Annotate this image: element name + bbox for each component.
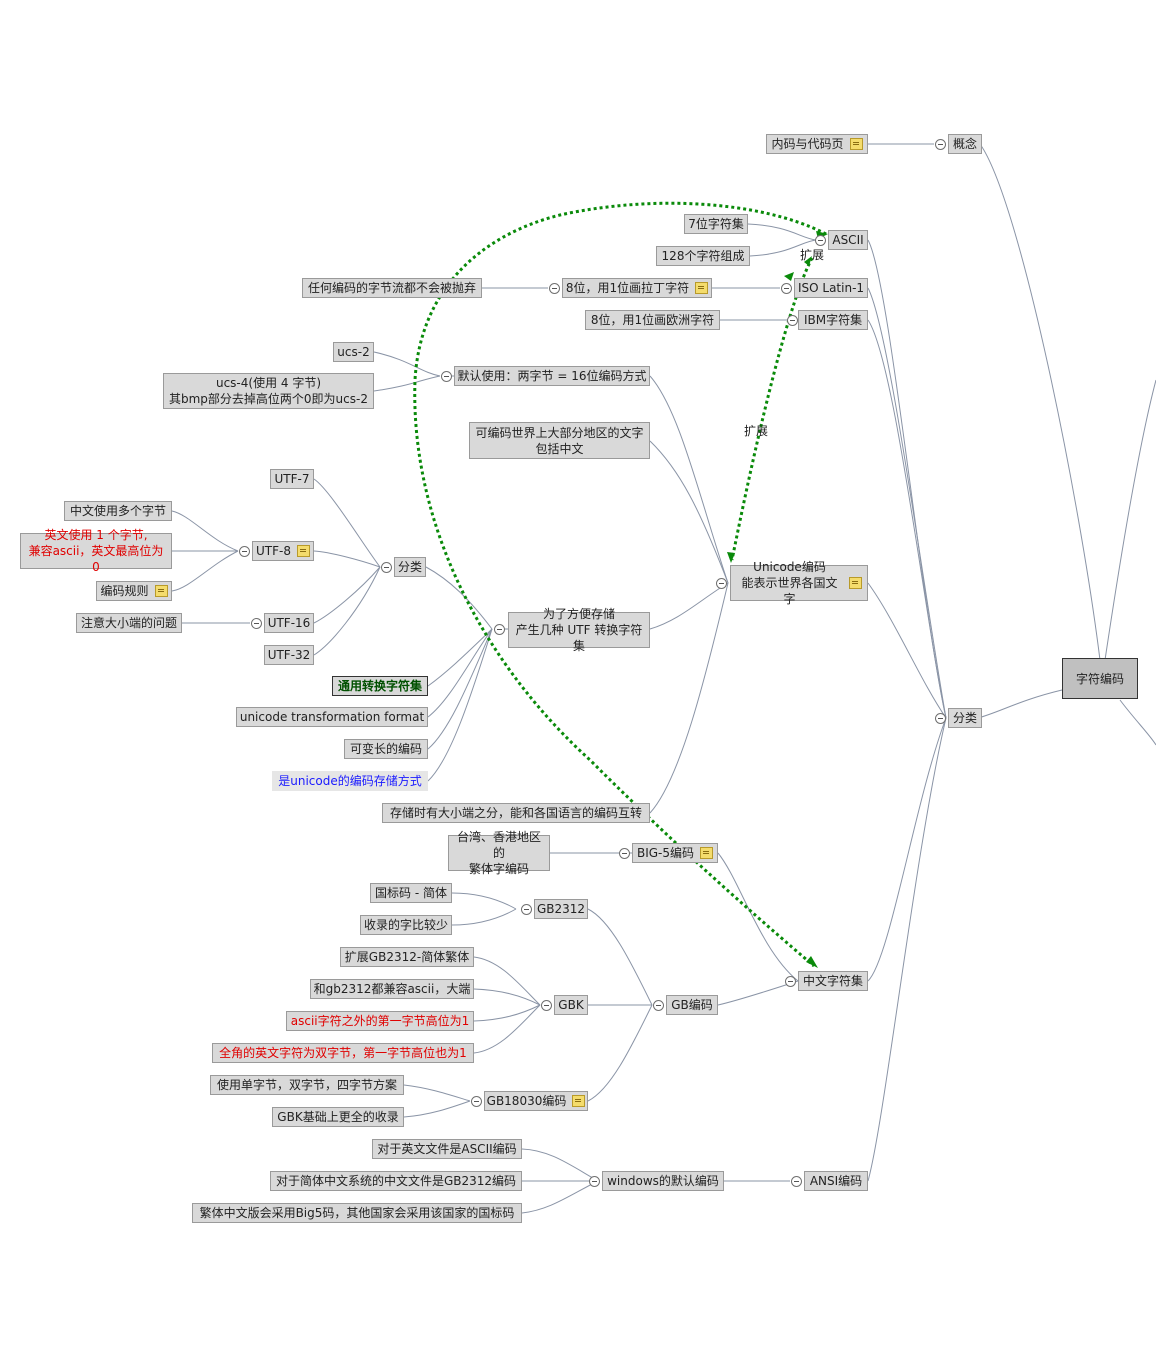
gb18030-scheme-node[interactable]: 使用单字节，双字节，四字节方案 <box>210 1075 404 1095</box>
codepage-node[interactable]: 内码与代码页 <box>766 134 868 154</box>
utf-format-node[interactable]: unicode transformation format <box>236 707 428 727</box>
unicode-default-node[interactable]: 默认使用：两字节 = 16位编码方式 <box>454 366 650 386</box>
gb18030-node[interactable]: GB18030编码 <box>484 1091 588 1111</box>
ansi-node[interactable]: ANSI编码 <box>804 1171 868 1191</box>
unicode-endian-node[interactable]: 存储时有大小端之分，能和各国语言的编码互转 <box>382 803 650 823</box>
ascii-node[interactable]: ASCII <box>828 230 868 250</box>
gbk-fullwidth-node[interactable]: 全角的英文字符为双字节，第一字节高位也为1 <box>212 1043 474 1063</box>
collapse-toggle-icon[interactable] <box>239 546 250 557</box>
note-icon[interactable] <box>572 1095 586 1107</box>
ansi-simplified-node[interactable]: 对于简体中文系统的中文文件是GB2312编码 <box>270 1171 522 1191</box>
ascii-128-node[interactable]: 128个字符组成 <box>656 246 750 266</box>
collapse-toggle-icon[interactable] <box>935 713 946 724</box>
ibm-node[interactable]: IBM字符集 <box>798 310 868 330</box>
collapse-toggle-icon[interactable] <box>791 1176 802 1187</box>
collapse-toggle-icon[interactable] <box>935 139 946 150</box>
collapse-toggle-icon[interactable] <box>785 976 796 987</box>
latin-stream-node[interactable]: 任何编码的字节流都不会被抛弃 <box>302 278 482 298</box>
utf-storage-node[interactable]: 为了方便存储 产生几种 UTF 转换字符集 <box>508 607 650 653</box>
collapse-toggle-icon[interactable] <box>521 904 532 915</box>
gb2312-node[interactable]: GB2312 <box>534 899 588 919</box>
note-icon[interactable] <box>154 585 168 597</box>
ibm-8bit-node[interactable]: 8位，用1位画欧洲字符 <box>585 310 720 330</box>
utf-classify-node[interactable]: 分类 <box>394 557 426 577</box>
unicode-world-node[interactable]: 可编码世界上大部分地区的文字 包括中文 <box>469 422 650 459</box>
gb2312-few-node[interactable]: 收录的字比较少 <box>360 915 452 935</box>
collapse-toggle-icon[interactable] <box>549 283 560 294</box>
utf-general-node[interactable]: 通用转换字符集 <box>332 676 428 696</box>
utf16-endian-node[interactable]: 注意大小端的问题 <box>76 613 182 633</box>
collapse-toggle-icon[interactable] <box>441 371 452 382</box>
utf7-node[interactable]: UTF-7 <box>270 469 314 489</box>
gbk-compat-node[interactable]: 和gb2312都兼容ascii，大端 <box>310 979 474 999</box>
note-icon[interactable] <box>700 847 714 859</box>
extend-label-1: 扩展 <box>800 248 825 262</box>
collapse-toggle-icon[interactable] <box>471 1096 482 1107</box>
gbk-extend-node[interactable]: 扩展GB2312-简体繁体 <box>340 947 474 967</box>
utf8-ascii-node[interactable]: 英文使用 1 个字节, 兼容ascii，英文最高位为0 <box>20 528 172 574</box>
gb2312-simplified-node[interactable]: 国标码 - 简体 <box>370 883 452 903</box>
note-icon[interactable] <box>297 545 310 557</box>
ascii-7bit-node[interactable]: 7位字符集 <box>684 214 748 234</box>
chinese-node[interactable]: 中文字符集 <box>798 971 868 991</box>
collapse-toggle-icon[interactable] <box>381 562 392 573</box>
utf-storage-blue-node[interactable]: 是unicode的编码存储方式 <box>272 771 428 791</box>
note-icon[interactable] <box>849 577 862 589</box>
ucs2-node[interactable]: ucs-2 <box>333 342 374 362</box>
big5-desc-node[interactable]: 台湾、香港地区的 繁体字编码 <box>448 830 550 876</box>
utf8-multibyte-node[interactable]: 中文使用多个字节 <box>64 501 172 521</box>
extend-label-2: 扩展 <box>744 424 769 438</box>
collapse-toggle-icon[interactable] <box>494 624 505 635</box>
concept-node[interactable]: 概念 <box>948 134 982 154</box>
utf8-node[interactable]: UTF-8 <box>252 541 314 561</box>
utf16-node[interactable]: UTF-16 <box>264 613 314 633</box>
utf-variable-node[interactable]: 可变长的编码 <box>344 739 428 759</box>
big5-node[interactable]: BIG-5编码 <box>632 843 718 863</box>
root-node[interactable]: 字符编码 <box>1062 658 1138 699</box>
classify-node[interactable]: 分类 <box>948 708 982 728</box>
collapse-toggle-icon[interactable] <box>589 1176 600 1187</box>
gb-node[interactable]: GB编码 <box>666 995 718 1015</box>
root-label: 字符编码 <box>1075 671 1124 686</box>
latin-node[interactable]: ISO Latin-1 <box>794 278 868 298</box>
latin-8bit-node[interactable]: 8位，用1位画拉丁字符 <box>562 278 712 298</box>
ansi-traditional-node[interactable]: 繁体中文版会采用Big5码，其他国家会采用该国家的国标码 <box>192 1203 522 1223</box>
windows-default-node[interactable]: windows的默认编码 <box>602 1171 724 1191</box>
gb18030-full-node[interactable]: GBK基础上更全的收录 <box>272 1107 404 1127</box>
collapse-toggle-icon[interactable] <box>251 618 262 629</box>
utf32-node[interactable]: UTF-32 <box>264 645 314 665</box>
note-icon[interactable] <box>849 138 863 150</box>
collapse-toggle-icon[interactable] <box>619 848 630 859</box>
collapse-toggle-icon[interactable] <box>815 235 826 246</box>
collapse-toggle-icon[interactable] <box>787 315 798 326</box>
collapse-toggle-icon[interactable] <box>653 1000 664 1011</box>
ansi-english-node[interactable]: 对于英文文件是ASCII编码 <box>372 1139 522 1159</box>
collapse-toggle-icon[interactable] <box>541 1000 552 1011</box>
collapse-toggle-icon[interactable] <box>781 283 792 294</box>
unicode-node[interactable]: Unicode编码 能表示世界各国文字 <box>730 560 868 606</box>
gbk-highbit-node[interactable]: ascii字符之外的第一字节高位为1 <box>286 1011 474 1031</box>
utf8-rules-node[interactable]: 编码规则 <box>96 581 172 601</box>
collapse-toggle-icon[interactable] <box>716 578 727 589</box>
ucs4-node[interactable]: ucs-4(使用 4 字节) 其bmp部分去掉高位两个0即为ucs-2 <box>163 373 374 409</box>
gbk-node[interactable]: GBK <box>554 995 588 1015</box>
note-icon[interactable] <box>695 282 709 294</box>
